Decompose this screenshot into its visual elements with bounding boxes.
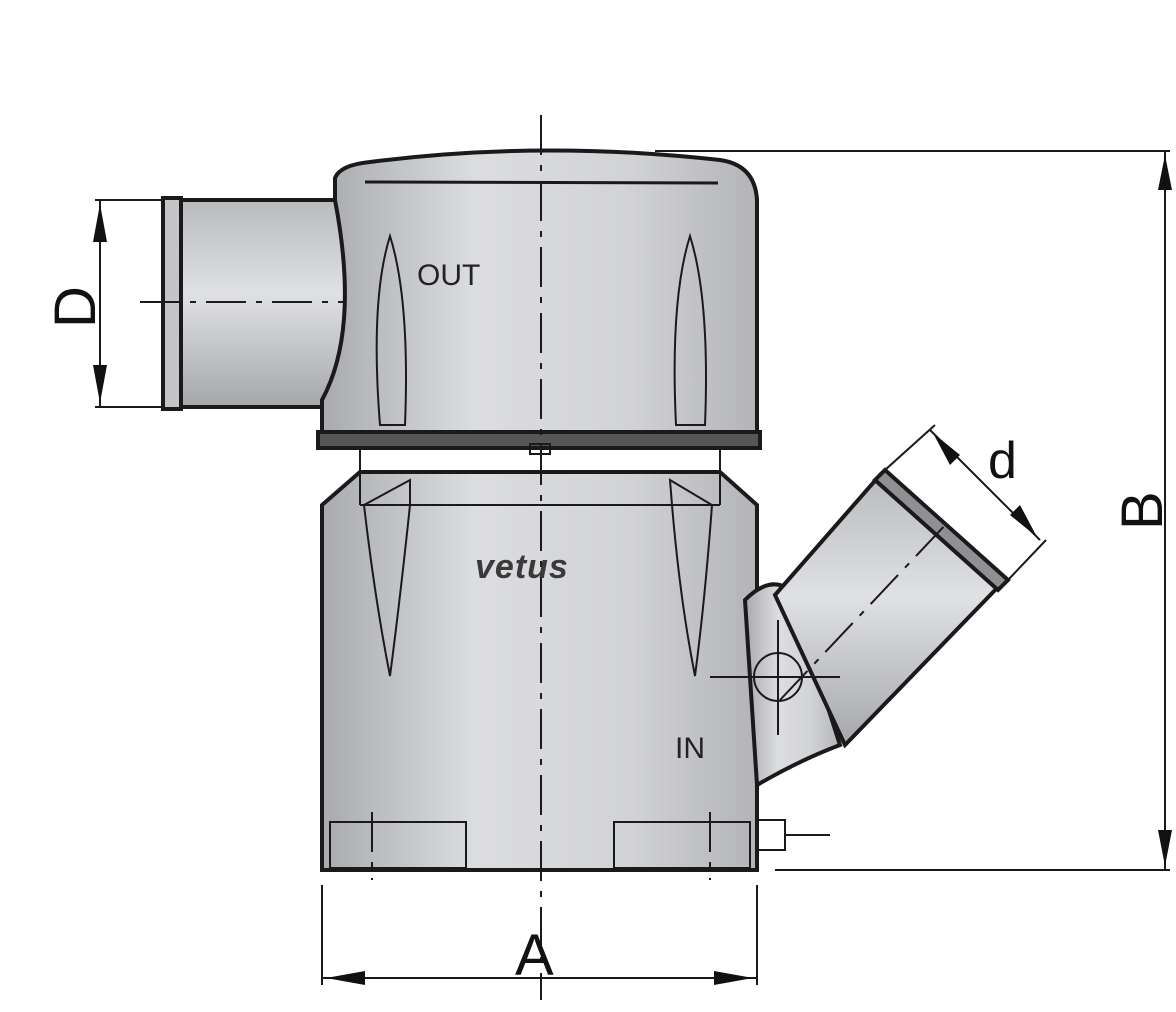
foot-left (329, 821, 467, 869)
lower-rib-left (362, 478, 411, 677)
brand-logo-text: vetus (475, 548, 569, 586)
upper-chamber (320, 148, 759, 434)
in-label: IN (675, 732, 705, 765)
lower-chamber (320, 470, 759, 880)
lower-rib-right (668, 478, 714, 677)
dimension-b-label: B (1110, 491, 1175, 530)
upper-rib-right (673, 232, 707, 426)
foot-right (613, 821, 751, 869)
dimension-a-label: A (515, 923, 554, 988)
upper-rib-left (375, 232, 407, 426)
dimension-d-upper (93, 199, 163, 408)
inlet-pipe (710, 467, 1011, 789)
out-label: OUT (417, 259, 480, 292)
dimension-d-lower-label: d (988, 432, 1017, 490)
dimension-a (321, 885, 758, 985)
dimension-d-upper-label: D (43, 286, 108, 328)
dimension-b (655, 150, 1172, 871)
dimension-d-lower (884, 424, 1047, 581)
clamp-band (316, 430, 762, 473)
drain-plug (756, 819, 830, 851)
outlet-pipe (140, 196, 357, 411)
